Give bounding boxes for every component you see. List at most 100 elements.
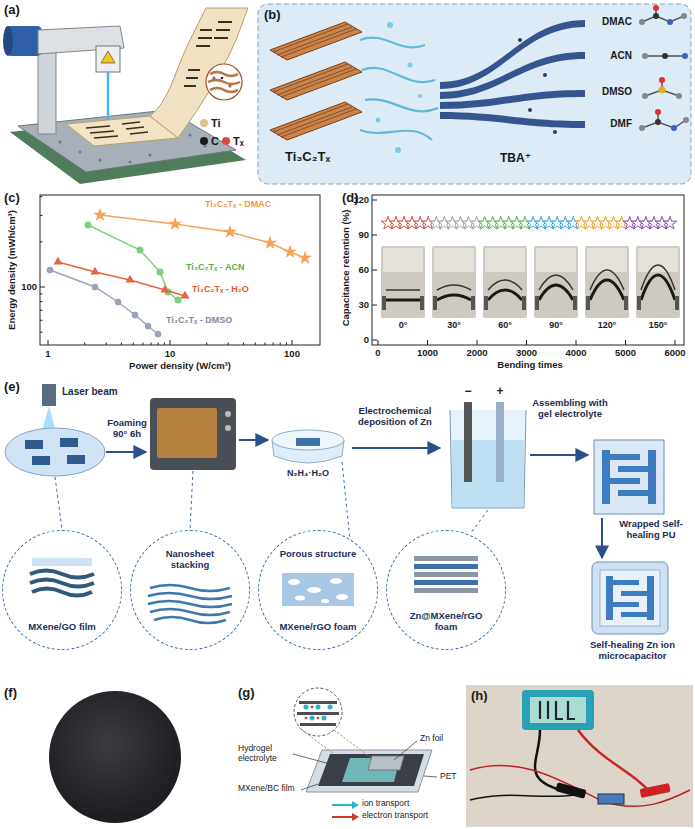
micro-device — [610, 454, 640, 460]
printed-film-ribbon — [150, 8, 248, 138]
bending-photo — [432, 246, 476, 318]
energy-power-chart — [298, 251, 312, 264]
layer-inset — [228, 84, 231, 87]
figure-label: 1 — [45, 349, 50, 360]
structure-inset — [299, 701, 337, 704]
mxene-stacks — [270, 102, 362, 140]
bending-photo — [420, 296, 424, 310]
bending-photo — [535, 296, 539, 310]
legend-item: Ti — [200, 117, 221, 130]
label-leader — [394, 741, 417, 760]
figure-label: Foaming 90° 6h — [104, 418, 150, 440]
self-healing-device — [613, 580, 639, 585]
legend-swatch — [200, 119, 208, 127]
delaminated-sheets — [440, 90, 585, 109]
figure-label: 2000 — [466, 348, 487, 359]
energy-power-chart — [155, 331, 162, 338]
laser-head — [101, 51, 115, 63]
structure-inset — [316, 705, 321, 710]
panel-label: TBA⁺ — [500, 152, 531, 166]
label-leader — [293, 741, 437, 790]
zoom-circle: Nanosheet stacking — [130, 530, 250, 650]
figure-label: 60 — [358, 265, 369, 276]
solvent-splash — [360, 22, 438, 153]
figure-label: Ti₃C₂Tₓ - DMSO — [166, 315, 232, 325]
layer-inset — [206, 64, 242, 100]
energy-power-chart — [40, 301, 43, 302]
energy-power-chart — [283, 245, 297, 258]
bending-photo — [637, 296, 641, 310]
demo-photo — [466, 685, 693, 827]
film-disk-photo — [49, 691, 181, 823]
structure-inset — [294, 688, 342, 736]
panel-label: (c) — [4, 191, 20, 206]
oven — [150, 398, 236, 470]
bending-photo — [586, 296, 590, 310]
energy-power-chart — [40, 195, 320, 345]
structure-inset — [305, 717, 308, 720]
figure-label: Hydrogel electrolyte — [238, 744, 300, 764]
solvent-panel — [258, 4, 691, 184]
zn-foam — [414, 564, 478, 569]
demo-photo — [522, 690, 594, 730]
bending-photo — [386, 289, 420, 291]
process-arrow — [106, 451, 146, 453]
solvent-molecules — [653, 13, 659, 19]
energy-power-chart — [93, 208, 107, 221]
figure-label: 30° — [447, 320, 461, 330]
micro-device — [594, 440, 664, 514]
layer-inset — [206, 64, 242, 100]
energy-power-chart — [181, 291, 190, 299]
figure-label: 10 — [165, 349, 176, 360]
legend-item: C — [200, 135, 219, 148]
mxene-go-wafer — [5, 428, 105, 476]
figure-label: Self-healing Zn ion microcapacitor — [575, 640, 690, 662]
printer-base — [59, 141, 62, 144]
porous-foam — [330, 578, 342, 584]
energy-power-chart — [206, 343, 207, 346]
film-layers — [30, 571, 94, 596]
bending-photo — [484, 296, 488, 310]
oven — [150, 398, 236, 470]
zn-foam — [414, 588, 478, 593]
energy-power-chart — [263, 236, 277, 249]
figure-label: ion transport — [362, 799, 409, 809]
bending-photo — [434, 248, 474, 272]
bending-chart — [372, 305, 377, 306]
porous-foam — [295, 596, 305, 601]
bending-chart — [427, 340, 428, 345]
petri-dish — [272, 430, 344, 450]
demo-photo — [470, 795, 575, 800]
micro-device — [602, 450, 610, 504]
oven — [225, 425, 231, 431]
zoom-circle: MXene/GO film — [2, 530, 122, 650]
bending-chart — [576, 340, 577, 345]
energy-power-chart — [223, 225, 237, 238]
deposition-beaker — [450, 410, 526, 508]
bending-photo — [437, 285, 471, 290]
deposition-beaker — [496, 402, 504, 482]
bending-photo — [437, 295, 471, 300]
printer-column — [38, 42, 56, 134]
demo-photo — [555, 782, 586, 798]
energy-power-chart — [106, 343, 107, 346]
bending-photo — [585, 246, 629, 318]
bending-chart — [526, 340, 527, 345]
energy-power-chart — [88, 225, 178, 300]
bending-photo — [585, 246, 629, 318]
energy-power-chart — [84, 343, 85, 346]
energy-power-chart — [40, 196, 43, 197]
energy-power-chart — [40, 195, 320, 345]
bending-photo — [539, 275, 573, 290]
transport-arrows — [352, 801, 359, 809]
energy-power-chart — [145, 323, 152, 330]
structure-inset — [334, 730, 370, 757]
energy-power-chart — [115, 299, 122, 306]
laser-head — [107, 72, 110, 122]
energy-power-chart — [228, 343, 229, 346]
process-arrow — [530, 454, 588, 456]
film-disk-photo — [49, 691, 181, 823]
bending-photo — [539, 285, 573, 300]
solvent-panel — [258, 4, 691, 184]
figure-label: Bending times — [497, 360, 562, 371]
